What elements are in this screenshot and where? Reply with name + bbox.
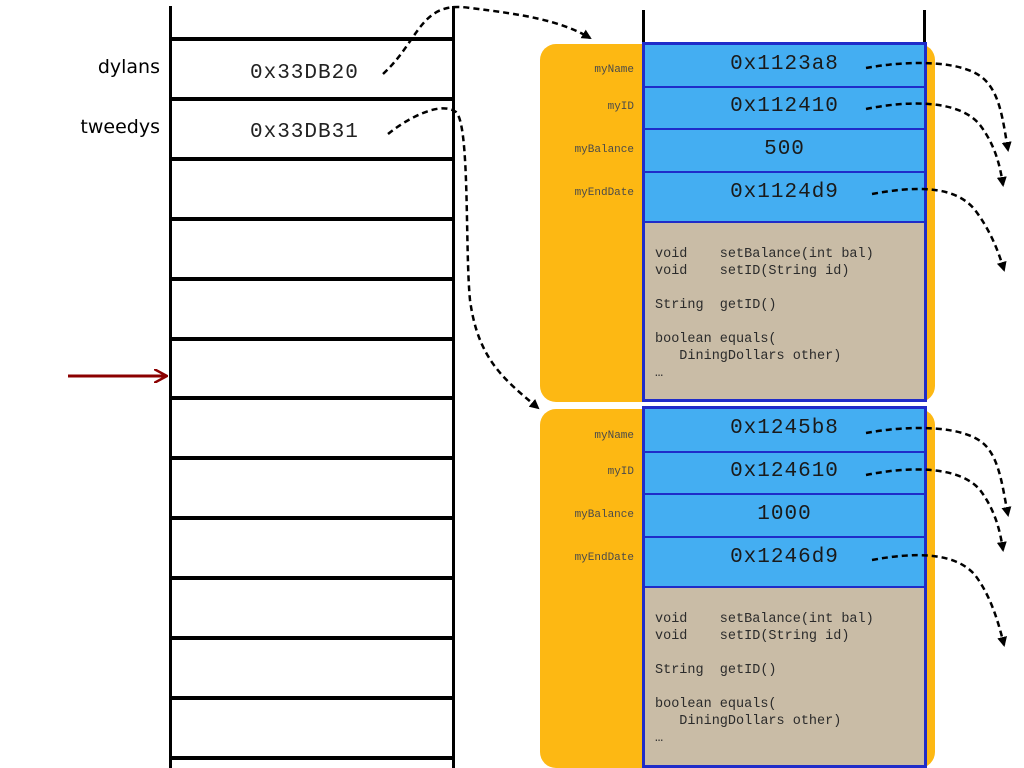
field-myName-value: 0x1123a8: [645, 45, 924, 88]
field-myEndDate-value: 0x1246d9: [645, 538, 924, 588]
stack-cell-divider: [170, 277, 455, 281]
stack-left-wall: [169, 6, 172, 768]
stack-cell-divider: [170, 337, 455, 341]
stack-cell-divider: [170, 396, 455, 400]
field-label: myBalance: [574, 509, 634, 521]
stack-cell-divider: [170, 37, 455, 41]
field-label: myBalance: [574, 144, 634, 156]
method-list: void setBalance(int bal) void setID(Stri…: [655, 247, 874, 381]
field-myBalance-value: 500: [645, 130, 924, 173]
myID-reference-arrow: [865, 102, 1007, 187]
stack-cell-divider: [170, 696, 455, 700]
myEndDate-reference-arrow: [871, 553, 1007, 647]
field-myBalance-value: 1000: [645, 495, 924, 538]
stack-variable-name: dylans: [97, 56, 160, 78]
stack-cell-divider: [170, 756, 455, 760]
stack-cell-divider: [170, 456, 455, 460]
stack-cell-divider: [170, 157, 455, 161]
field-myID-value: 0x112410: [645, 88, 924, 130]
stack-cell-divider: [170, 636, 455, 640]
field-label: myName: [594, 430, 634, 442]
tweedys-reference-arrow: [387, 107, 540, 410]
field-label: myName: [594, 64, 634, 76]
stack-cell-divider: [170, 97, 455, 101]
myEndDate-reference-arrow: [871, 187, 1007, 272]
method-list: void setBalance(int bal) void setID(Stri…: [655, 612, 874, 746]
stack-variable-name: tweedys: [80, 116, 160, 138]
field-label: myEndDate: [574, 187, 634, 199]
field-label: myID: [607, 101, 634, 113]
heap-left-wall: [642, 10, 645, 44]
field-label: myID: [607, 466, 634, 478]
stack-cell-divider: [170, 516, 455, 520]
stack-cell-divider: [170, 217, 455, 221]
heap-right-wall: [923, 10, 926, 44]
field-label: myEndDate: [574, 552, 634, 564]
myID-reference-arrow: [865, 468, 1007, 552]
stack-variable-value: 0x33DB31: [250, 121, 359, 144]
stack-variable-value: 0x33DB20: [250, 62, 359, 85]
field-myID-value: 0x124610: [645, 453, 924, 495]
dylans-reference-arrow: [382, 5, 592, 75]
stack-right-wall: [452, 6, 455, 768]
field-myEndDate-value: 0x1124d9: [645, 173, 924, 223]
stack-cell-divider: [170, 576, 455, 580]
